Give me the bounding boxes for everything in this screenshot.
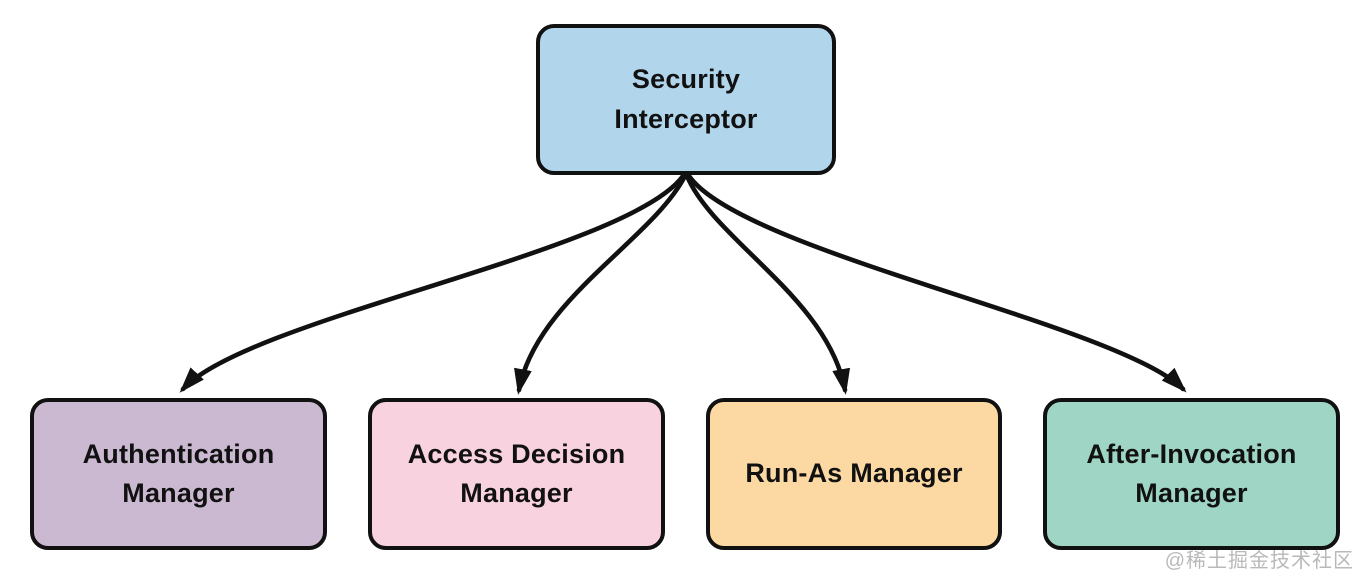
node-after-invocation-manager: After-Invocation Manager [1043,398,1340,550]
edge-security-to-after-invocation [686,173,1187,393]
node-authentication-manager: Authentication Manager [30,398,327,550]
node-label: Security Interceptor [614,64,758,134]
edge-security-to-access-decision [514,173,688,395]
edge-security-to-run-as [684,173,851,395]
node-label: Run-As Manager [745,458,963,489]
edge-security-to-authentication [179,173,686,393]
node-label: After-Invocation Manager [1086,438,1297,508]
node-security-interceptor: Security Interceptor [536,24,836,175]
node-access-decision-manager: Access Decision Manager [368,398,665,550]
watermark: @稀土掘金技术社区 [1164,550,1354,572]
node-run-as-manager: Run-As Manager [706,398,1002,550]
node-label: Authentication Manager [82,438,275,508]
node-label: Access Decision Manager [407,438,626,508]
